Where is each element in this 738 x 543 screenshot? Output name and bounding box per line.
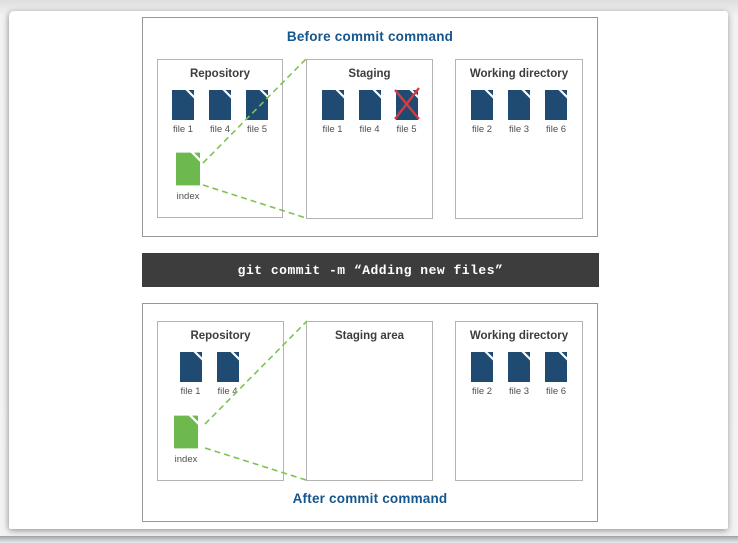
file-icon xyxy=(246,90,268,120)
file-item: file 1 xyxy=(316,90,349,135)
document-page: Before commit command Repository file 1 … xyxy=(9,11,728,529)
file-item: file 4 xyxy=(204,90,237,135)
file-icon xyxy=(179,352,202,382)
before-repository-label: Repository xyxy=(189,68,251,80)
file-item: file 2 xyxy=(466,352,499,397)
before-staging-label: Staging xyxy=(348,68,391,80)
file-icon xyxy=(471,90,493,120)
file-label: file 6 xyxy=(545,124,567,135)
file-label: file 1 xyxy=(172,124,194,135)
file-label: file 2 xyxy=(471,124,493,135)
file-icon xyxy=(358,90,381,120)
file-icon xyxy=(321,90,344,120)
file-label: file 1 xyxy=(180,386,201,397)
after-staging-label: Staging area xyxy=(334,330,405,342)
after-working-directory-label: Working directory xyxy=(469,330,569,342)
file-icon xyxy=(508,352,530,382)
after-repository-files: file 1 file 4 xyxy=(158,352,283,397)
after-working-directory-box: Working directory file 2 file 3 file 6 xyxy=(455,321,583,481)
before-section-title: Before commit command xyxy=(286,29,454,44)
file-label: file 1 xyxy=(322,124,343,135)
after-repository-box: Repository file 1 file 4 index xyxy=(157,321,284,481)
file-item: file 6 xyxy=(540,90,573,135)
file-item-deleted: file 5 xyxy=(390,87,423,135)
before-repository-files: file 1 file 4 file 5 xyxy=(158,90,282,135)
file-item: file 3 xyxy=(503,90,536,135)
file-icon xyxy=(216,352,239,382)
file-item: file 4 xyxy=(353,90,386,135)
file-item: file 1 xyxy=(174,352,207,397)
file-label: file 4 xyxy=(209,124,231,135)
file-label: file 5 xyxy=(396,124,417,135)
after-section-title: After commit command xyxy=(292,491,448,506)
before-repository-box: Repository file 1 file 4 file 5 xyxy=(157,59,283,218)
index-file-item: index xyxy=(166,151,210,202)
file-label: file 4 xyxy=(217,386,238,397)
after-staging-box: Staging area xyxy=(306,321,433,481)
after-working-directory-files: file 2 file 3 file 6 xyxy=(456,352,582,397)
file-icon xyxy=(545,90,567,120)
file-icon xyxy=(209,90,231,120)
index-file-label: index xyxy=(174,454,198,465)
file-icon xyxy=(545,352,567,382)
file-item: file 6 xyxy=(540,352,573,397)
index-file-label: index xyxy=(176,191,200,202)
file-icon xyxy=(508,90,530,120)
file-item: file 4 xyxy=(211,352,244,397)
file-label: file 4 xyxy=(359,124,380,135)
file-item: file 5 xyxy=(241,90,274,135)
before-working-directory-label: Working directory xyxy=(469,68,569,80)
file-icon xyxy=(471,352,493,382)
before-working-directory-files: file 2 file 3 file 6 xyxy=(456,90,582,135)
file-item: file 2 xyxy=(466,90,499,135)
file-item: file 1 xyxy=(167,90,200,135)
git-command-text: git commit -m “Adding new files” xyxy=(237,262,504,278)
index-file-item: index xyxy=(164,414,208,465)
file-label: file 2 xyxy=(471,386,493,397)
file-icon xyxy=(172,90,194,120)
file-icon-crossed xyxy=(393,87,420,120)
window-bottom-edge xyxy=(0,536,738,543)
file-label: file 3 xyxy=(508,386,530,397)
before-staging-files: file 1 file 4 file 5 xyxy=(307,87,432,135)
before-working-directory-box: Working directory file 2 file 3 file 6 xyxy=(455,59,583,219)
file-item: file 3 xyxy=(503,352,536,397)
file-label: file 5 xyxy=(246,124,268,135)
git-command-bar: git commit -m “Adding new files” xyxy=(142,253,599,287)
file-label: file 6 xyxy=(545,386,567,397)
index-file-icon xyxy=(174,414,198,450)
after-repository-label: Repository xyxy=(190,330,251,342)
index-file-icon xyxy=(176,151,200,187)
file-label: file 3 xyxy=(508,124,530,135)
before-staging-box: Staging file 1 file 4 xyxy=(306,59,433,219)
